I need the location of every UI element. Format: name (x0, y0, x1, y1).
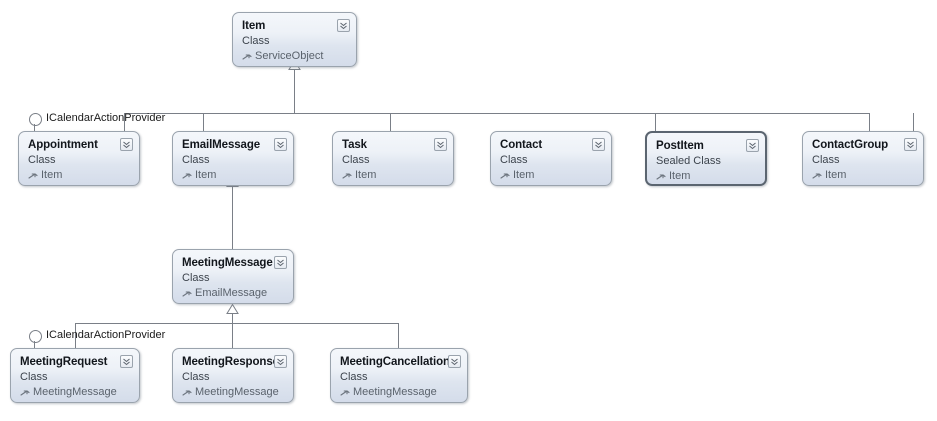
class-kind: Class (182, 272, 210, 284)
class-name: Appointment (28, 139, 98, 151)
interface-lollipop-icon (29, 330, 42, 343)
class-base: EmailMessage (182, 286, 284, 300)
class-kind: Class (340, 371, 368, 383)
collapse-chevron-button[interactable] (274, 256, 287, 269)
connector-drop-contact (913, 113, 914, 131)
collapse-chevron-button[interactable] (434, 138, 447, 151)
collapse-chevron-button[interactable] (120, 355, 133, 368)
connector-item-stem (294, 69, 295, 113)
collapse-chevron-button[interactable] (120, 138, 133, 151)
class-kind: Class (28, 154, 56, 166)
base-class-arrow-icon (20, 388, 30, 398)
base-class-name: EmailMessage (195, 287, 268, 299)
connector-emailmessage-meetingmessage (232, 186, 233, 249)
base-class-name: Item (355, 169, 377, 181)
class-box-meetingrequest[interactable]: MeetingRequest Class MeetingMessage (10, 348, 140, 403)
class-kind: Class (812, 154, 840, 166)
connector-drop-appointment (124, 113, 125, 131)
class-name: ContactGroup (812, 139, 889, 151)
connector-bus-bottom (75, 323, 399, 324)
connector-drop-task (655, 113, 656, 131)
class-base: Item (812, 168, 914, 182)
base-class-arrow-icon (182, 289, 192, 299)
collapse-chevron-button[interactable] (274, 138, 287, 151)
connector-drop-emailmessage (390, 113, 391, 131)
class-kind: Class (342, 154, 370, 166)
connector-bus-top (124, 113, 869, 114)
class-name: Task (342, 139, 367, 151)
base-class-name: Item (669, 170, 691, 182)
base-class-arrow-icon (182, 388, 192, 398)
class-base: ServiceObject (242, 49, 347, 63)
class-name: PostItem (656, 140, 704, 152)
class-name: MeetingMessage (182, 257, 273, 269)
class-kind: Class (182, 154, 210, 166)
collapse-chevron-button[interactable] (448, 355, 461, 368)
class-box-meetingcancellation[interactable]: MeetingCancellation Class MeetingMessage (330, 348, 468, 403)
collapse-chevron-button[interactable] (904, 138, 917, 151)
class-box-contact[interactable]: Contact Class Item (490, 131, 612, 186)
base-class-arrow-icon (342, 171, 352, 181)
base-class-arrow-icon (182, 171, 192, 181)
class-name: Item (242, 20, 266, 32)
base-class-arrow-icon (242, 52, 252, 62)
base-class-name: Item (513, 169, 535, 181)
base-class-name: Item (41, 169, 63, 181)
class-box-item[interactable]: Item Class ServiceObject (232, 12, 357, 67)
class-base: Item (342, 168, 444, 182)
class-base: Item (182, 168, 284, 182)
class-kind: Class (242, 35, 270, 47)
connector-drop-contactgroup (869, 113, 870, 131)
class-box-task[interactable]: Task Class Item (332, 131, 454, 186)
class-base: MeetingMessage (182, 385, 284, 399)
connector-drop-postitem (203, 113, 204, 131)
class-name: MeetingCancellation (340, 356, 450, 368)
interface-lollipop-icon (29, 113, 42, 126)
class-box-emailmessage[interactable]: EmailMessage Class Item (172, 131, 294, 186)
base-class-arrow-icon (812, 171, 822, 181)
class-box-contactgroup[interactable]: ContactGroup Class Item (802, 131, 924, 186)
base-class-name: MeetingMessage (195, 386, 279, 398)
collapse-chevron-button[interactable] (592, 138, 605, 151)
connector-meetingmessage-stem (232, 313, 233, 323)
class-base: MeetingMessage (340, 385, 458, 399)
class-name: MeetingRequest (20, 356, 108, 368)
class-base: Item (656, 169, 756, 183)
class-base: MeetingMessage (20, 385, 130, 399)
class-name: EmailMessage (182, 139, 261, 151)
base-class-arrow-icon (28, 171, 38, 181)
class-kind: Class (500, 154, 528, 166)
base-class-arrow-icon (340, 388, 350, 398)
collapse-chevron-button[interactable] (274, 355, 287, 368)
base-class-name: Item (825, 169, 847, 181)
class-kind: Class (182, 371, 210, 383)
class-box-meetingresponse[interactable]: MeetingResponse Class MeetingMessage (172, 348, 294, 403)
base-class-arrow-icon (656, 172, 666, 182)
base-class-name: Item (195, 169, 217, 181)
base-class-arrow-icon (500, 171, 510, 181)
class-box-postitem[interactable]: PostItem Sealed Class Item (645, 131, 767, 186)
class-name: MeetingResponse (182, 356, 279, 368)
base-class-name: MeetingMessage (33, 386, 117, 398)
connector-drop-meetingrequest (75, 323, 76, 348)
class-box-meetingmessage[interactable]: MeetingMessage Class EmailMessage (172, 249, 294, 304)
base-class-name: MeetingMessage (353, 386, 437, 398)
class-box-appointment[interactable]: Appointment Class Item (18, 131, 140, 186)
base-class-name: ServiceObject (255, 50, 324, 62)
interface-lollipop-label: ICalendarActionProvider (46, 112, 166, 124)
class-base: Item (28, 168, 130, 182)
interface-lollipop-label: ICalendarActionProvider (46, 329, 166, 341)
collapse-chevron-button[interactable] (337, 19, 350, 32)
class-name: Contact (500, 139, 543, 151)
class-base: Item (500, 168, 602, 182)
class-kind: Sealed Class (656, 155, 721, 167)
collapse-chevron-button[interactable] (746, 139, 759, 152)
connector-drop-meetingcancellation (398, 323, 399, 348)
connector-drop-meetingresponse (232, 323, 233, 348)
class-kind: Class (20, 371, 48, 383)
